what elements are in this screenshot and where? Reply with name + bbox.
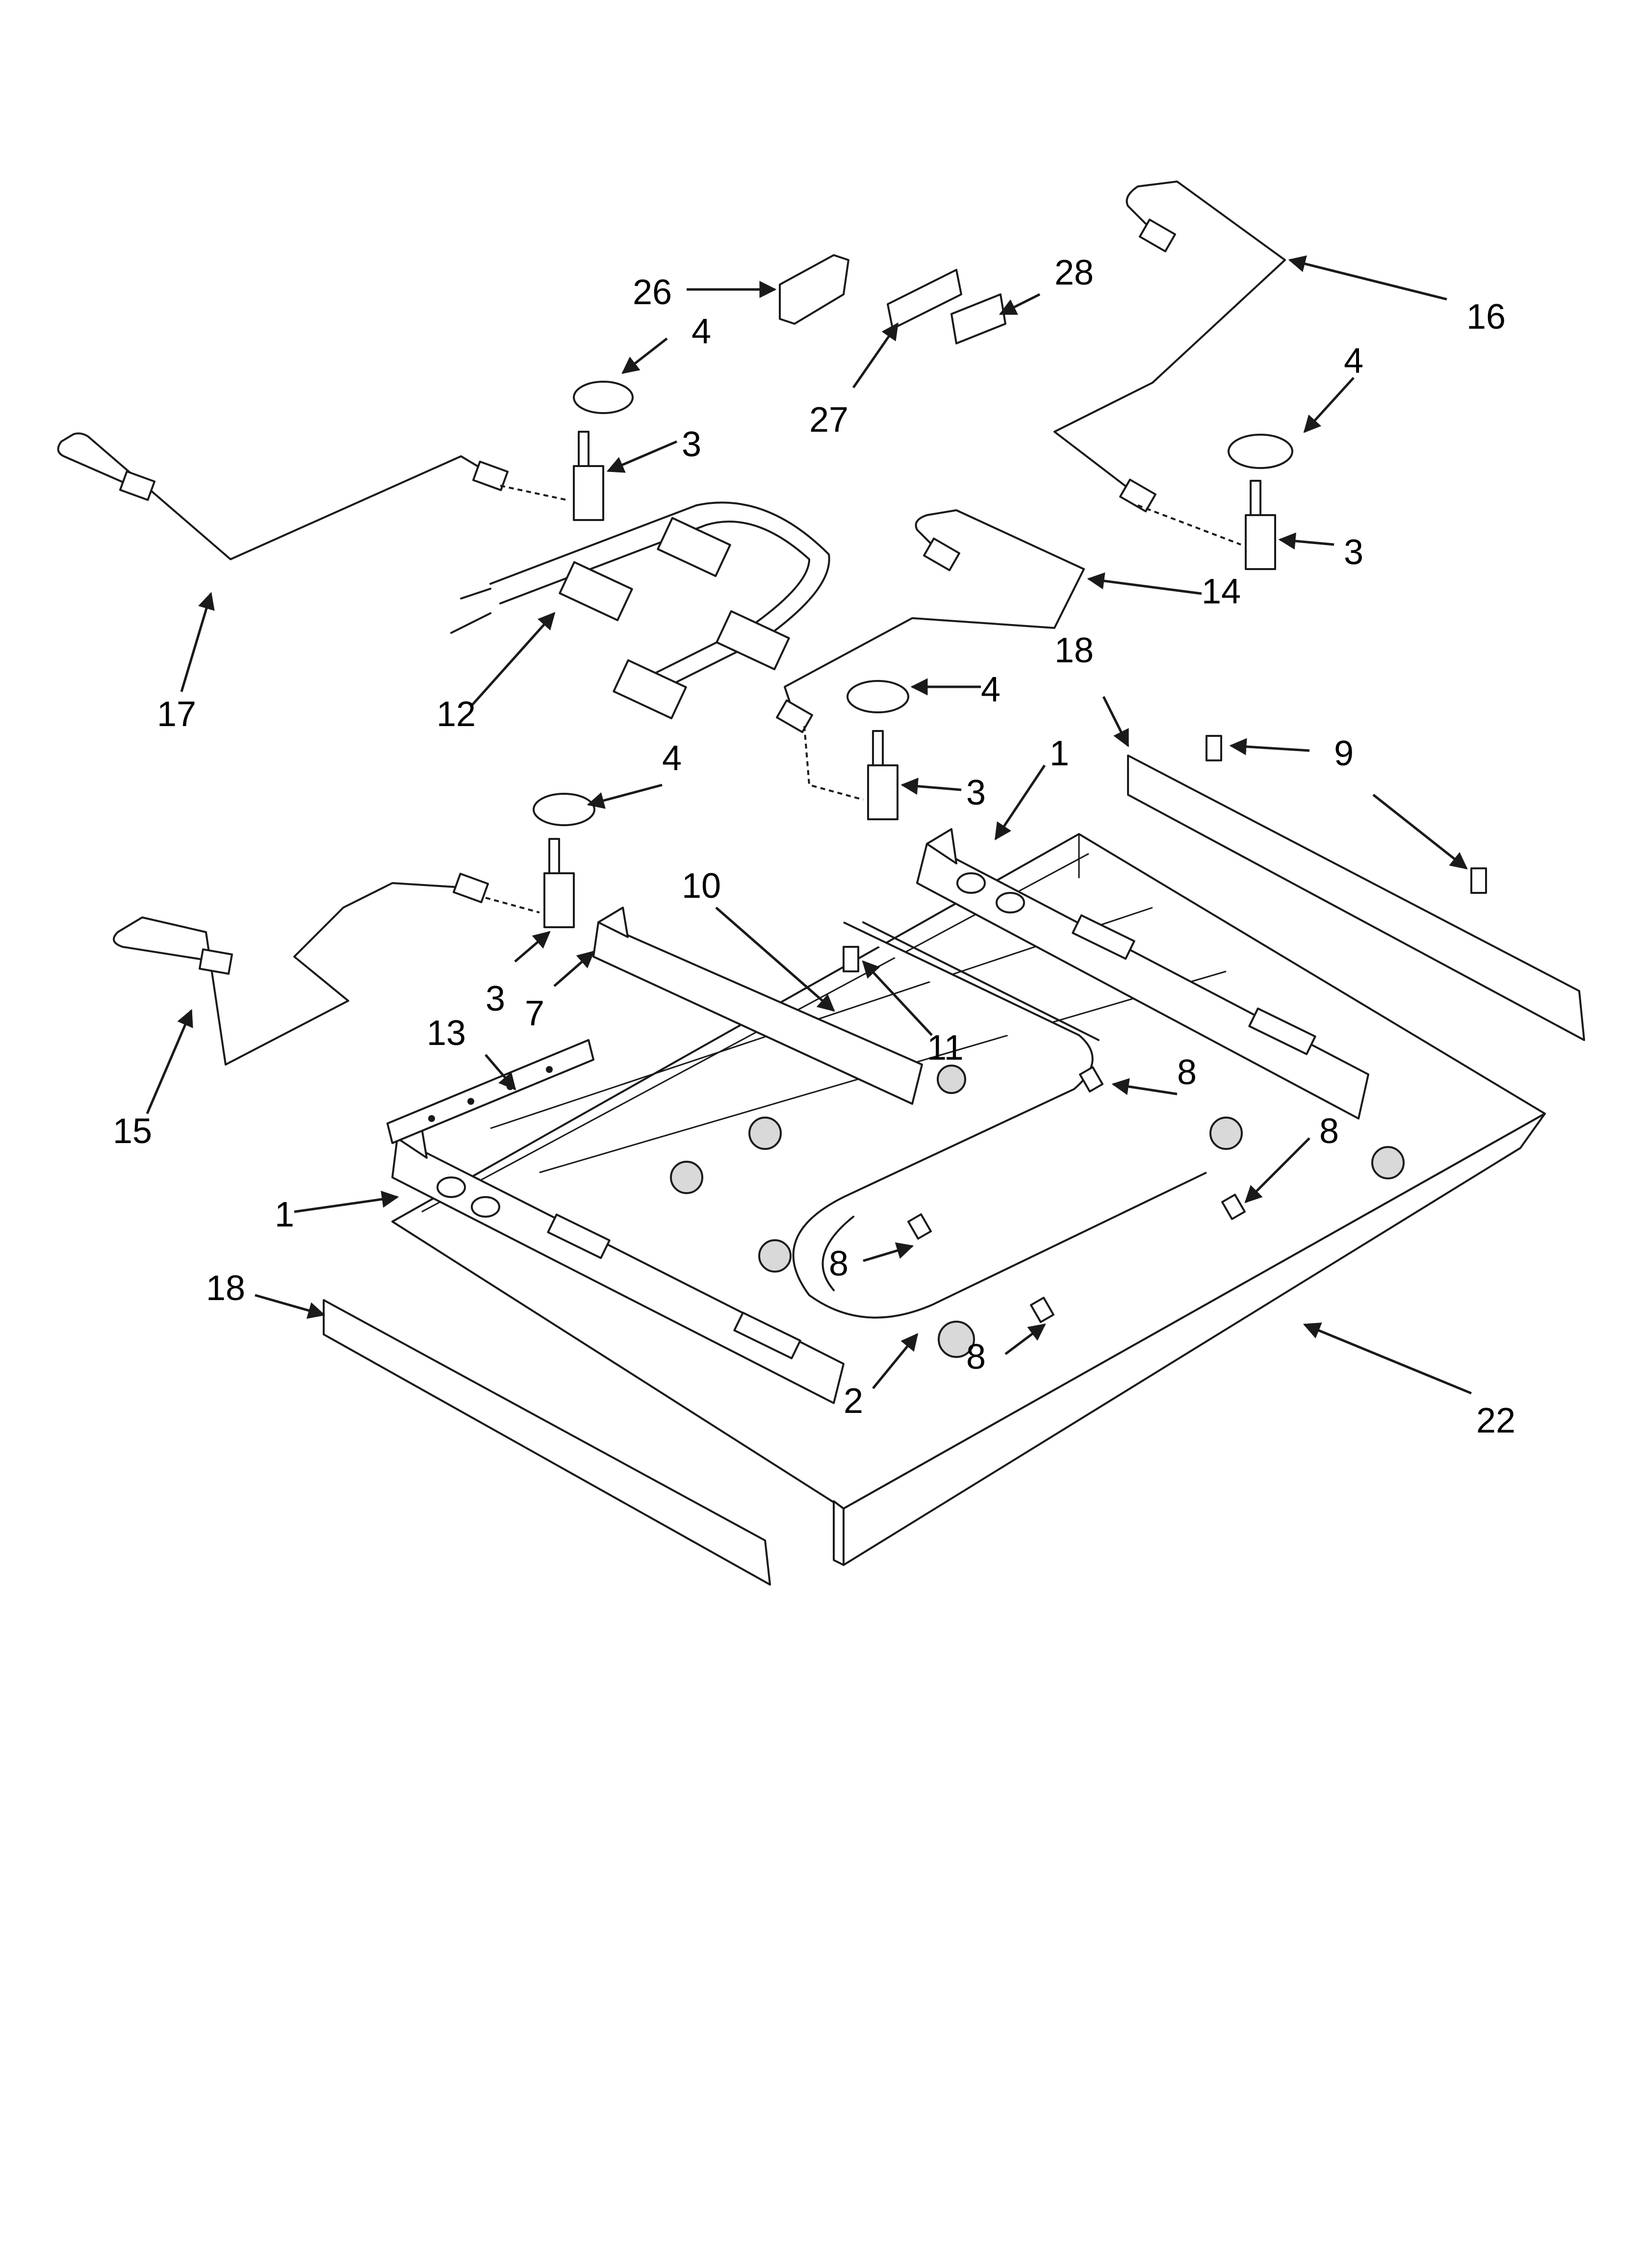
switch-27 bbox=[887, 269, 962, 330]
burner-port bbox=[670, 1161, 703, 1194]
callout-4: 4 bbox=[1344, 341, 1363, 381]
callout-8: 8 bbox=[966, 1337, 986, 1377]
front-panel bbox=[323, 1299, 771, 1586]
callout-labels: 1 1 2 3 3 3 3 4 4 4 4 7 8 8 8 8 9 10 11 … bbox=[113, 253, 1515, 1440]
callout-27: 27 bbox=[809, 400, 848, 440]
wire-harness bbox=[450, 501, 830, 720]
callout-2: 2 bbox=[844, 1382, 863, 1421]
orifice-bracket bbox=[386, 1039, 594, 1144]
burner-port bbox=[1209, 1117, 1243, 1150]
callout-15: 15 bbox=[113, 1112, 152, 1151]
screws bbox=[843, 735, 1487, 1323]
valve-b bbox=[1137, 434, 1293, 570]
callout-8: 8 bbox=[1177, 1053, 1197, 1092]
gas-tube-17 bbox=[57, 432, 509, 560]
callout-18: 18 bbox=[1054, 631, 1094, 670]
burner-port bbox=[1371, 1146, 1405, 1179]
plate-28 bbox=[950, 293, 1006, 344]
callout-16: 16 bbox=[1466, 297, 1506, 337]
callout-12: 12 bbox=[436, 695, 476, 734]
crossbar-bracket bbox=[592, 907, 923, 1105]
callout-3: 3 bbox=[966, 773, 986, 812]
callout-1: 1 bbox=[275, 1195, 294, 1234]
callout-4: 4 bbox=[981, 670, 1001, 709]
callout-11: 11 bbox=[927, 1028, 964, 1068]
callout-26: 26 bbox=[633, 273, 672, 312]
callout-3: 3 bbox=[682, 425, 701, 464]
burner-port bbox=[758, 1239, 792, 1273]
callout-8: 8 bbox=[829, 1244, 848, 1283]
gas-tube-15 bbox=[113, 872, 489, 1066]
callout-3: 3 bbox=[486, 979, 505, 1018]
callout-8: 8 bbox=[1319, 1112, 1339, 1151]
rear-panel bbox=[1127, 755, 1585, 1041]
callout-4: 4 bbox=[662, 739, 682, 778]
callout-18: 18 bbox=[206, 1269, 245, 1308]
callout-7: 7 bbox=[525, 994, 544, 1033]
callout-28: 28 bbox=[1054, 253, 1094, 292]
callout-22: 22 bbox=[1476, 1401, 1515, 1440]
gas-tube-16 bbox=[1053, 181, 1286, 513]
callout-1: 1 bbox=[1050, 734, 1069, 773]
burner-bracket-right bbox=[916, 828, 1369, 1120]
burner-port bbox=[937, 1065, 966, 1094]
callout-9: 9 bbox=[1334, 734, 1354, 773]
callout-13: 13 bbox=[427, 1014, 466, 1053]
leader-lines bbox=[146, 255, 1472, 1395]
valve-c bbox=[803, 680, 909, 820]
gas-tube-14 bbox=[776, 509, 1085, 733]
burner-port bbox=[938, 1321, 975, 1358]
burner-port bbox=[748, 1117, 782, 1150]
callout-4: 4 bbox=[692, 312, 711, 351]
callout-10: 10 bbox=[682, 866, 721, 906]
callout-17: 17 bbox=[157, 695, 196, 734]
callout-3: 3 bbox=[1344, 533, 1363, 572]
manifold-tube bbox=[792, 921, 1207, 1319]
callout-14: 14 bbox=[1202, 572, 1241, 611]
valve-a bbox=[500, 381, 634, 521]
valve-d bbox=[485, 793, 595, 928]
bracket-26 bbox=[779, 254, 849, 325]
